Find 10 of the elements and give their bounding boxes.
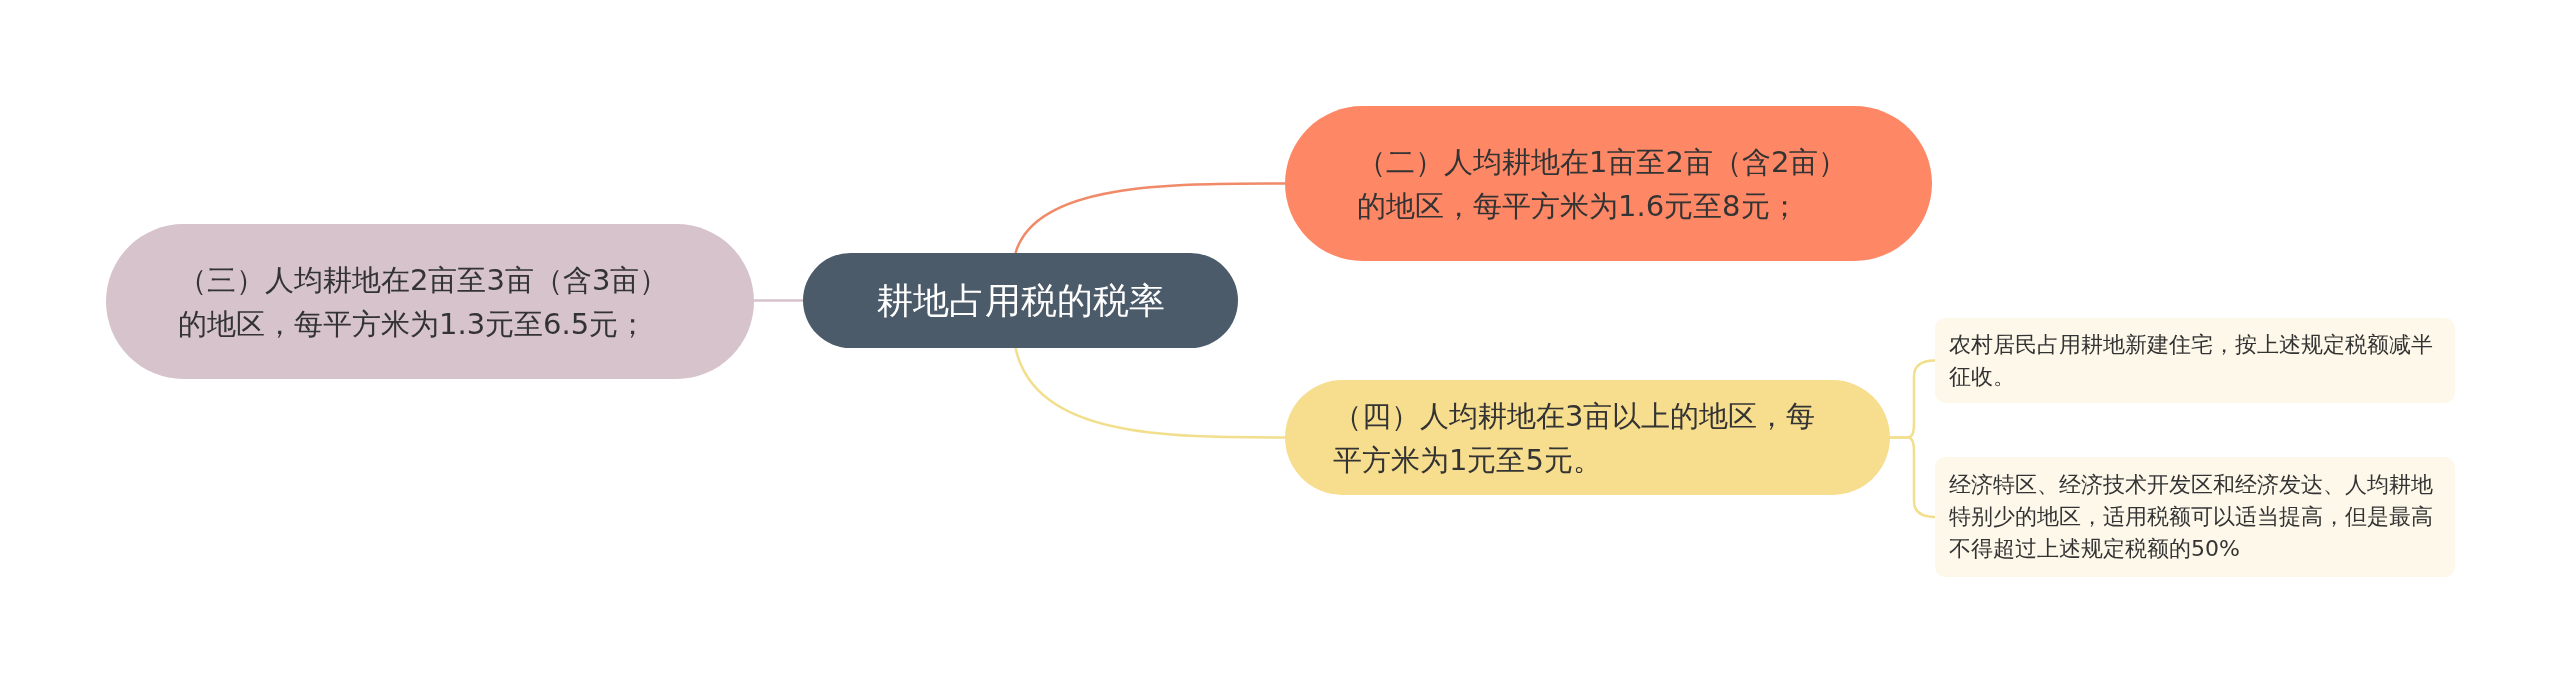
connector-line <box>754 299 803 302</box>
topic-box: 耕地占用税的税率 <box>803 253 1238 348</box>
branch-box: （二）人均耕地在1亩至2亩（含2亩）的地区，每平方米为1.6元至8元； <box>1285 106 1932 261</box>
note-box: 农村居民占用耕地新建住宅，按上述规定税额减半征收。 <box>1935 318 2455 403</box>
branch-box: （三）人均耕地在2亩至3亩（含3亩）的地区，每平方米为1.3元至6.5元； <box>106 224 754 379</box>
branch-box: （四）人均耕地在3亩以上的地区，每平方米为1元至5元。 <box>1285 380 1890 495</box>
connector-line <box>1890 436 1936 519</box>
note-box: 经济特区、经济技术开发区和经济发达、人均耕地特别少的地区，适用税额可以适当提高，但是最高不得超过上述规定税额的50% <box>1935 457 2455 577</box>
connector-line <box>1014 182 1285 254</box>
connector-line <box>1014 347 1285 439</box>
